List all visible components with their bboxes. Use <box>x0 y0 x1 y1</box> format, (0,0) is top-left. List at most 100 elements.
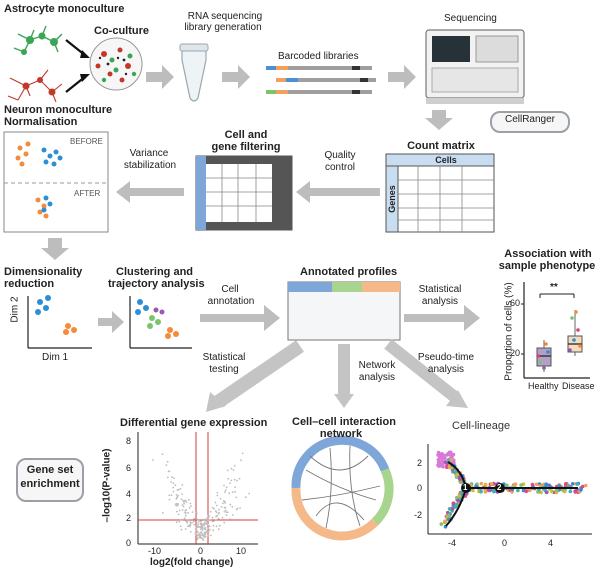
lineage-plot <box>427 444 592 535</box>
volcano-point <box>233 465 236 467</box>
volcano-point <box>238 477 241 480</box>
volcano-point <box>152 459 154 461</box>
volcano-point <box>244 496 247 499</box>
cluster-line2: trajectory analysis <box>108 278 205 290</box>
volcano-point <box>189 531 192 533</box>
lineage-point <box>521 488 526 493</box>
ccin-line1: Cell–cell interaction <box>292 416 396 428</box>
volcano-point <box>172 486 175 489</box>
lineage-point <box>449 457 454 462</box>
lineage-point <box>447 513 451 517</box>
volcano-point <box>197 523 199 526</box>
volcano-point <box>214 519 217 522</box>
volcano-point <box>215 504 218 507</box>
lineage-point <box>492 489 496 494</box>
lineage-point <box>443 519 447 524</box>
volcano-point <box>195 529 198 532</box>
volcano-point <box>209 510 212 513</box>
volcano-point <box>175 521 178 524</box>
volcano-point <box>204 521 206 524</box>
lineage-point <box>575 482 580 486</box>
volcano-point <box>196 518 199 521</box>
volcano-point <box>188 507 191 509</box>
volcano-point <box>180 528 183 531</box>
cellranger-badge <box>490 111 570 133</box>
volcano-point <box>175 497 178 500</box>
volcano-point <box>198 525 201 528</box>
volcano-point <box>218 524 221 527</box>
volcano-point <box>223 521 226 524</box>
volcano-point <box>185 501 188 504</box>
lineage-point <box>436 457 441 462</box>
cellranger-label: CellRanger <box>504 114 556 125</box>
lin-ytick-2: 2 <box>417 458 423 468</box>
lineage-point <box>441 460 445 465</box>
volcano-point <box>182 505 185 508</box>
sequencing-label: Sequencing <box>444 13 497 24</box>
dim-reduction-plot <box>27 295 92 349</box>
volcano-point <box>206 531 209 534</box>
statanal-line2: analysis <box>421 296 459 307</box>
volcano-point <box>185 509 188 511</box>
volcano-point <box>217 512 220 515</box>
volcano-point <box>231 505 234 508</box>
variance-line2: stabilization <box>123 160 177 171</box>
volcano-point <box>248 492 251 495</box>
volcano-point <box>231 514 234 516</box>
lineage-point <box>443 456 447 461</box>
volcano-point <box>197 531 199 534</box>
volcano-point <box>215 515 218 518</box>
volcano-xlabel: log2(fold change) <box>150 557 234 568</box>
volcano-point <box>187 498 190 501</box>
lineage-point <box>454 470 458 475</box>
volcano-point <box>226 469 229 472</box>
lineage-point <box>519 483 523 487</box>
volcano-point <box>239 507 242 509</box>
lineage-point <box>555 488 559 492</box>
lineage-point <box>451 501 456 506</box>
volcano-point <box>214 501 217 504</box>
volcano-point <box>218 508 220 511</box>
volcano-point <box>216 491 219 494</box>
volcano-point <box>216 494 219 497</box>
lineage-point <box>579 488 583 492</box>
quality-line1: Quality <box>324 150 356 161</box>
volcano-point <box>229 518 232 520</box>
volcano-point <box>233 478 236 481</box>
volcano-point <box>174 484 177 487</box>
lineage-point <box>459 490 464 495</box>
statanal-line1: Statistical <box>418 284 462 295</box>
lineage-point <box>568 489 573 494</box>
volcano-point <box>224 509 227 512</box>
volcano-point <box>222 502 224 505</box>
interaction-network <box>291 435 394 541</box>
volcano-point <box>196 538 199 541</box>
volcano-point <box>204 528 207 531</box>
volcano-point <box>189 502 192 505</box>
volc-xtick-0: 0 <box>198 546 204 556</box>
genes-header: Genes <box>387 185 397 213</box>
volcano-point <box>207 519 210 522</box>
lineage-point <box>537 490 541 494</box>
lineage-point <box>563 482 568 486</box>
volcano-point <box>234 486 237 488</box>
volcano-point <box>212 524 215 527</box>
after-label: AFTER <box>74 189 101 198</box>
volcano-point <box>170 494 173 496</box>
volcano-point <box>211 520 214 523</box>
volcano-point <box>225 486 228 489</box>
volc-ytick-0: 0 <box>126 538 132 548</box>
volcano-point <box>197 525 200 528</box>
volcano-point <box>191 521 194 524</box>
volcano-point <box>206 523 209 526</box>
lineage-point <box>457 494 462 498</box>
before-dots <box>15 141 63 167</box>
volcano-point <box>178 509 181 512</box>
volcano-point <box>180 498 183 501</box>
volcano-point <box>193 520 195 523</box>
volcano-point <box>240 459 242 462</box>
pseudo-line1: Pseudo-time <box>417 352 475 363</box>
volcano-point <box>235 508 238 511</box>
volcano-point <box>178 521 181 523</box>
